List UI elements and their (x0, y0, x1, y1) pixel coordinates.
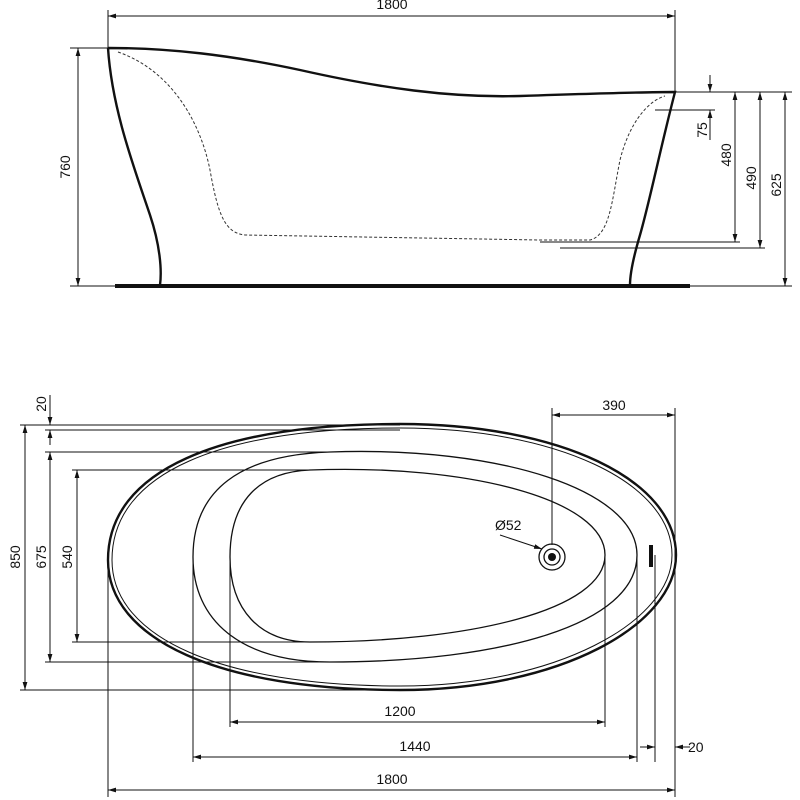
dim-drain-diameter: Ø52 (495, 517, 522, 533)
dim-1200: 1200 (384, 703, 415, 719)
dim-540: 540 (59, 545, 75, 569)
drain (538, 543, 566, 571)
dim-390: 390 (602, 397, 626, 413)
dim-1800-top: 1800 (376, 0, 407, 12)
tub-profile-outline (106, 46, 677, 286)
overflow (649, 545, 653, 567)
dim-1800-bottom: 1800 (376, 771, 407, 787)
tub-basin (229, 468, 606, 643)
dim-480: 480 (718, 143, 734, 167)
dim-1440: 1440 (399, 738, 430, 754)
dim-675: 675 (33, 545, 49, 569)
dim-75: 75 (694, 122, 710, 138)
dim-20-left: 20 (33, 396, 49, 412)
dim-625: 625 (768, 173, 784, 197)
tub-inner-rim (192, 450, 638, 663)
side-view: 1800 760 75 480 490 625 (57, 0, 792, 288)
dim-490: 490 (743, 166, 759, 190)
plan-view: Ø52 390 20 850 675 540 1200 1440 20 1800 (7, 395, 704, 797)
dim-760: 760 (57, 155, 73, 179)
tub-inner-profile (117, 51, 666, 241)
dim-850: 850 (7, 545, 23, 569)
dim-20-right: 20 (688, 739, 704, 755)
